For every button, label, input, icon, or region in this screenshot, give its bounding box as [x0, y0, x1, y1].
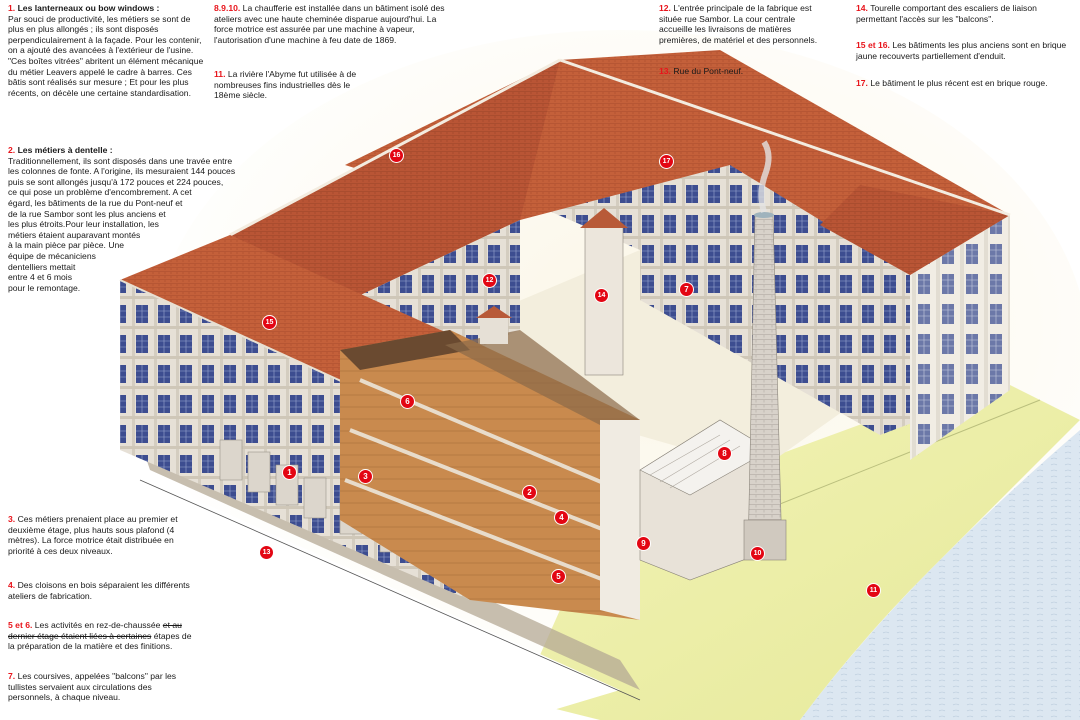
- note-2-line: entre 4 et 6 mois: [8, 272, 73, 283]
- note-12-text: L'entrée principale de la fabrique est s…: [659, 3, 818, 45]
- note-17-recent-building: 17. Le bâtiment le plus récent est en br…: [856, 78, 1078, 89]
- note-1-text: Par souci de productivité, les métiers s…: [8, 13, 204, 98]
- note-2-line: pour le remontage.: [8, 282, 81, 293]
- note-14-turret: 14. Tourelle comportant des escaliers de…: [856, 3, 1078, 24]
- note-4-partitions: 4. Des cloisons en bois séparaient les d…: [8, 580, 193, 601]
- marker-13: 13: [259, 545, 274, 560]
- note-2-line: équipe de mécaniciens: [8, 250, 96, 261]
- marker-8: 8: [717, 446, 732, 461]
- note-3-text: Ces métiers prenaient place au premier e…: [8, 514, 178, 556]
- marker-16: 16: [389, 148, 404, 163]
- marker-2: 2: [522, 485, 537, 500]
- marker-15: 15: [262, 315, 277, 330]
- note-1-title: Les lanterneaux ou bow windows :: [17, 3, 160, 13]
- note-4-number: 4.: [8, 580, 16, 590]
- note-2-line: les colonnes de fonte. A l'origine, ils …: [8, 166, 236, 177]
- note-2-line: ce qui pose un problème d'encombrement. …: [8, 187, 192, 198]
- note-13-street: 13. Rue du Pont-neuf.: [659, 66, 824, 77]
- note-13-text: Rue du Pont-neuf.: [673, 66, 744, 76]
- note-8-9-10-number: 8.9.10.: [214, 3, 241, 13]
- marker-10: 10: [750, 546, 765, 561]
- note-13-number: 13.: [659, 66, 671, 76]
- marker-12: 12: [482, 273, 497, 288]
- note-2-line: égard, les bâtiments de la rue du Pont-n…: [8, 197, 183, 208]
- note-2-line: de la rue Sambor sont les plus anciens e…: [8, 208, 166, 219]
- note-4-text: Des cloisons en bois séparaient les diff…: [8, 580, 190, 601]
- marker-17: 17: [659, 154, 674, 169]
- note-7-text: Les coursives, appelées "balcons" par le…: [8, 671, 177, 703]
- note-5-6-number: 5 et 6.: [8, 620, 33, 630]
- marker-1: 1: [282, 465, 297, 480]
- note-5-6-text-b: étapes de la préparation de la matière e…: [8, 630, 192, 652]
- note-11-text: La rivière l'Abyme fut utilisée à de nom…: [214, 69, 357, 101]
- note-15-16-old-buildings: 15 et 16. Les bâtiments les plus anciens…: [856, 40, 1078, 61]
- note-3-floors: 3. Ces métiers prenaient place au premie…: [8, 514, 193, 556]
- note-2-line: Traditionnellement, ils sont disposés da…: [8, 155, 233, 166]
- note-14-number: 14.: [856, 3, 868, 13]
- note-17-number: 17.: [856, 78, 868, 88]
- note-11-river: 11. La rivière l'Abyme fut utilisée à de…: [214, 69, 374, 101]
- note-1-number: 1.: [8, 3, 16, 13]
- marker-5: 5: [551, 569, 566, 584]
- note-2-line: à la main pièce par pièce. Une: [8, 240, 125, 251]
- note-12-entrance: 12. L'entrée principale de la fabrique e…: [659, 3, 824, 45]
- marker-11: 11: [866, 583, 881, 598]
- marker-4: 4: [554, 510, 569, 525]
- note-2-number: 2.: [8, 145, 16, 155]
- note-2-line: puis se sont allongés jusqu'à 172 pouces…: [8, 176, 224, 187]
- marker-3: 3: [358, 469, 373, 484]
- note-5-6-text-strike: et au dernier étage étaient liées à cert…: [8, 620, 182, 641]
- note-1-bow-windows: 1. Les lanterneaux ou bow windows : Par …: [8, 3, 208, 98]
- note-11-number: 11.: [214, 69, 226, 79]
- note-17-text: Le bâtiment le plus récent est en brique…: [870, 78, 1048, 88]
- note-12-number: 12.: [659, 3, 671, 13]
- note-15-16-text: Les bâtiments les plus anciens sont en b…: [856, 40, 1067, 61]
- marker-9: 9: [636, 536, 651, 551]
- note-2-line: dentelliers mettait: [8, 261, 76, 272]
- note-7-balconies: 7. Les coursives, appelées "balcons" par…: [8, 671, 193, 703]
- note-14-text: Tourelle comportant des escaliers de lia…: [856, 3, 1037, 24]
- note-8-9-10-boiler: 8.9.10. La chaufferie est installée dans…: [214, 3, 454, 45]
- note-2-line: les plus étroits.Pour leur installation,…: [8, 219, 159, 230]
- note-2-title: Les métiers à dentelle :: [17, 145, 113, 155]
- note-5-6-text-a: Les activités en rez-de-chaussée: [34, 620, 161, 630]
- note-7-number: 7.: [8, 671, 16, 681]
- marker-7: 7: [679, 282, 694, 297]
- note-8-9-10-text: La chaufferie est installée dans un bâti…: [214, 3, 445, 45]
- marker-14: 14: [594, 288, 609, 303]
- marker-6: 6: [400, 394, 415, 409]
- note-2-line: métiers étaient auparavant montés: [8, 229, 141, 240]
- note-2-lace-looms: 2. Les métiers à dentelle : Traditionnel…: [8, 145, 263, 293]
- note-5-6-activities: 5 et 6. Les activités en rez-de-chaussée…: [8, 620, 193, 652]
- note-15-16-number: 15 et 16.: [856, 40, 890, 50]
- note-3-number: 3.: [8, 514, 16, 524]
